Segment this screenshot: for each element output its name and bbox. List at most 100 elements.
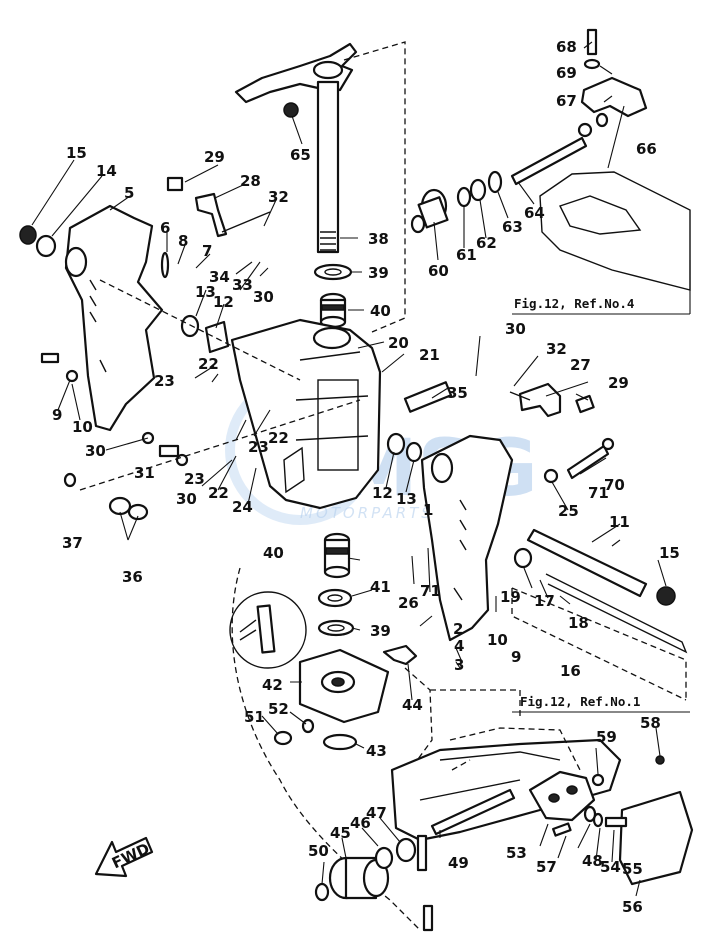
callout-30-b: 30 bbox=[505, 320, 526, 338]
callout-61: 61 bbox=[456, 246, 477, 264]
callout-18: 18 bbox=[568, 614, 589, 632]
washer-10-left bbox=[65, 369, 79, 383]
clip-44 bbox=[382, 644, 418, 666]
callout-5: 5 bbox=[124, 184, 134, 202]
callout-9-left: 9 bbox=[52, 406, 62, 424]
nut-59 bbox=[591, 773, 605, 787]
bushing-40-bottom bbox=[323, 532, 351, 579]
callout-23-b: 23 bbox=[248, 438, 269, 456]
callout-57: 57 bbox=[536, 858, 557, 876]
callout-35: 35 bbox=[447, 384, 468, 402]
bolt-55 bbox=[604, 816, 628, 828]
screw-6 bbox=[160, 251, 170, 279]
grommet-51 bbox=[273, 730, 293, 746]
callout-49: 49 bbox=[448, 854, 469, 872]
block-29-left bbox=[166, 176, 184, 192]
pin-31 bbox=[158, 444, 180, 458]
washer-48 bbox=[583, 805, 597, 823]
callout-16: 16 bbox=[560, 662, 581, 680]
callout-19: 19 bbox=[500, 588, 521, 606]
tilt-tube bbox=[526, 528, 648, 598]
pin-35 bbox=[403, 381, 453, 413]
bushing-12-left bbox=[204, 320, 230, 354]
callout-36: 36 bbox=[122, 568, 143, 586]
washer-69 bbox=[583, 58, 601, 70]
bushing-36b bbox=[127, 503, 149, 521]
leader-lines bbox=[31, 41, 667, 897]
callout-25: 25 bbox=[558, 502, 579, 520]
callout-33: 33 bbox=[232, 276, 253, 294]
callout-29-right: 29 bbox=[608, 374, 629, 392]
callout-56: 56 bbox=[622, 898, 643, 916]
callout-63: 63 bbox=[502, 218, 523, 236]
lower-mount-42 bbox=[298, 648, 390, 724]
callout-3: 3 bbox=[454, 656, 464, 674]
callout-23-c: 23 bbox=[184, 470, 205, 488]
block-29-right bbox=[575, 394, 595, 414]
callout-4: 4 bbox=[454, 637, 464, 655]
callout-2: 2 bbox=[453, 620, 463, 638]
callout-46: 46 bbox=[350, 814, 371, 832]
callout-42: 42 bbox=[262, 676, 283, 694]
callout-40-top: 40 bbox=[370, 302, 391, 320]
ref-label-upper: Fig.12, Ref.No.4 bbox=[514, 296, 634, 311]
callout-66: 66 bbox=[636, 140, 657, 158]
callout-59: 59 bbox=[596, 728, 617, 746]
callout-26: 26 bbox=[398, 594, 419, 612]
callout-20: 20 bbox=[388, 334, 409, 352]
bushing-12-right bbox=[386, 432, 406, 456]
bracket-28 bbox=[194, 192, 228, 238]
ref-label-lower: Fig.12, Ref.No.1 bbox=[520, 694, 640, 709]
washer-50 bbox=[314, 882, 330, 902]
callout-64: 64 bbox=[524, 204, 545, 222]
fwd-arrow: FWD bbox=[94, 836, 154, 878]
clamp-bracket-left bbox=[64, 204, 164, 432]
callout-15-right: 15 bbox=[659, 544, 680, 562]
callout-24: 24 bbox=[232, 498, 253, 516]
callout-labels: 1 2 3 4 5 6 7 8 9 9 10 10 11 12 12 13 13… bbox=[52, 38, 680, 916]
callout-70: 70 bbox=[604, 476, 625, 494]
callout-10-right: 10 bbox=[487, 631, 508, 649]
nut-65 bbox=[283, 102, 299, 118]
bushing-40-top bbox=[319, 292, 347, 329]
callout-22-b: 22 bbox=[268, 429, 289, 447]
steering-arm bbox=[234, 42, 358, 254]
bolt-9-left bbox=[40, 352, 60, 364]
callout-14: 14 bbox=[96, 162, 117, 180]
watermark-sub: MOTORPARTS bbox=[300, 504, 434, 522]
washer-47 bbox=[395, 837, 417, 863]
callout-58: 58 bbox=[640, 714, 661, 732]
callout-54: 54 bbox=[600, 858, 621, 876]
callout-29-left: 29 bbox=[204, 148, 225, 166]
bushing-60 bbox=[410, 188, 449, 234]
callout-62: 62 bbox=[476, 234, 497, 252]
washer-25 bbox=[543, 468, 559, 484]
callout-13-left: 13 bbox=[195, 283, 216, 301]
callout-28: 28 bbox=[240, 172, 261, 190]
nut-37 bbox=[63, 472, 77, 488]
callout-40-bottom: 40 bbox=[263, 544, 284, 562]
callout-22-a: 22 bbox=[198, 355, 219, 373]
bushing-36a bbox=[108, 496, 132, 516]
swivel-bracket bbox=[230, 318, 382, 510]
callout-71-right: 71 bbox=[588, 484, 609, 502]
callout-43: 43 bbox=[366, 742, 387, 760]
washer-54 bbox=[592, 812, 604, 828]
callout-68: 68 bbox=[556, 38, 577, 56]
washer-13-right bbox=[405, 441, 423, 463]
callout-69: 69 bbox=[556, 64, 577, 82]
washer-46 bbox=[374, 846, 394, 870]
nut-15-right bbox=[656, 586, 676, 606]
washer-14 bbox=[35, 234, 57, 258]
callout-13-right: 13 bbox=[396, 490, 417, 508]
callout-39-bottom: 39 bbox=[370, 622, 391, 640]
callout-44: 44 bbox=[402, 696, 423, 714]
callout-30-a: 30 bbox=[253, 288, 274, 306]
callout-23-a: 23 bbox=[154, 372, 175, 390]
washer-52 bbox=[301, 718, 315, 734]
callout-12-left: 12 bbox=[213, 293, 234, 311]
callout-48: 48 bbox=[582, 852, 603, 870]
callout-32-right: 32 bbox=[546, 340, 567, 358]
callout-6: 6 bbox=[160, 219, 170, 237]
callout-47: 47 bbox=[366, 804, 387, 822]
